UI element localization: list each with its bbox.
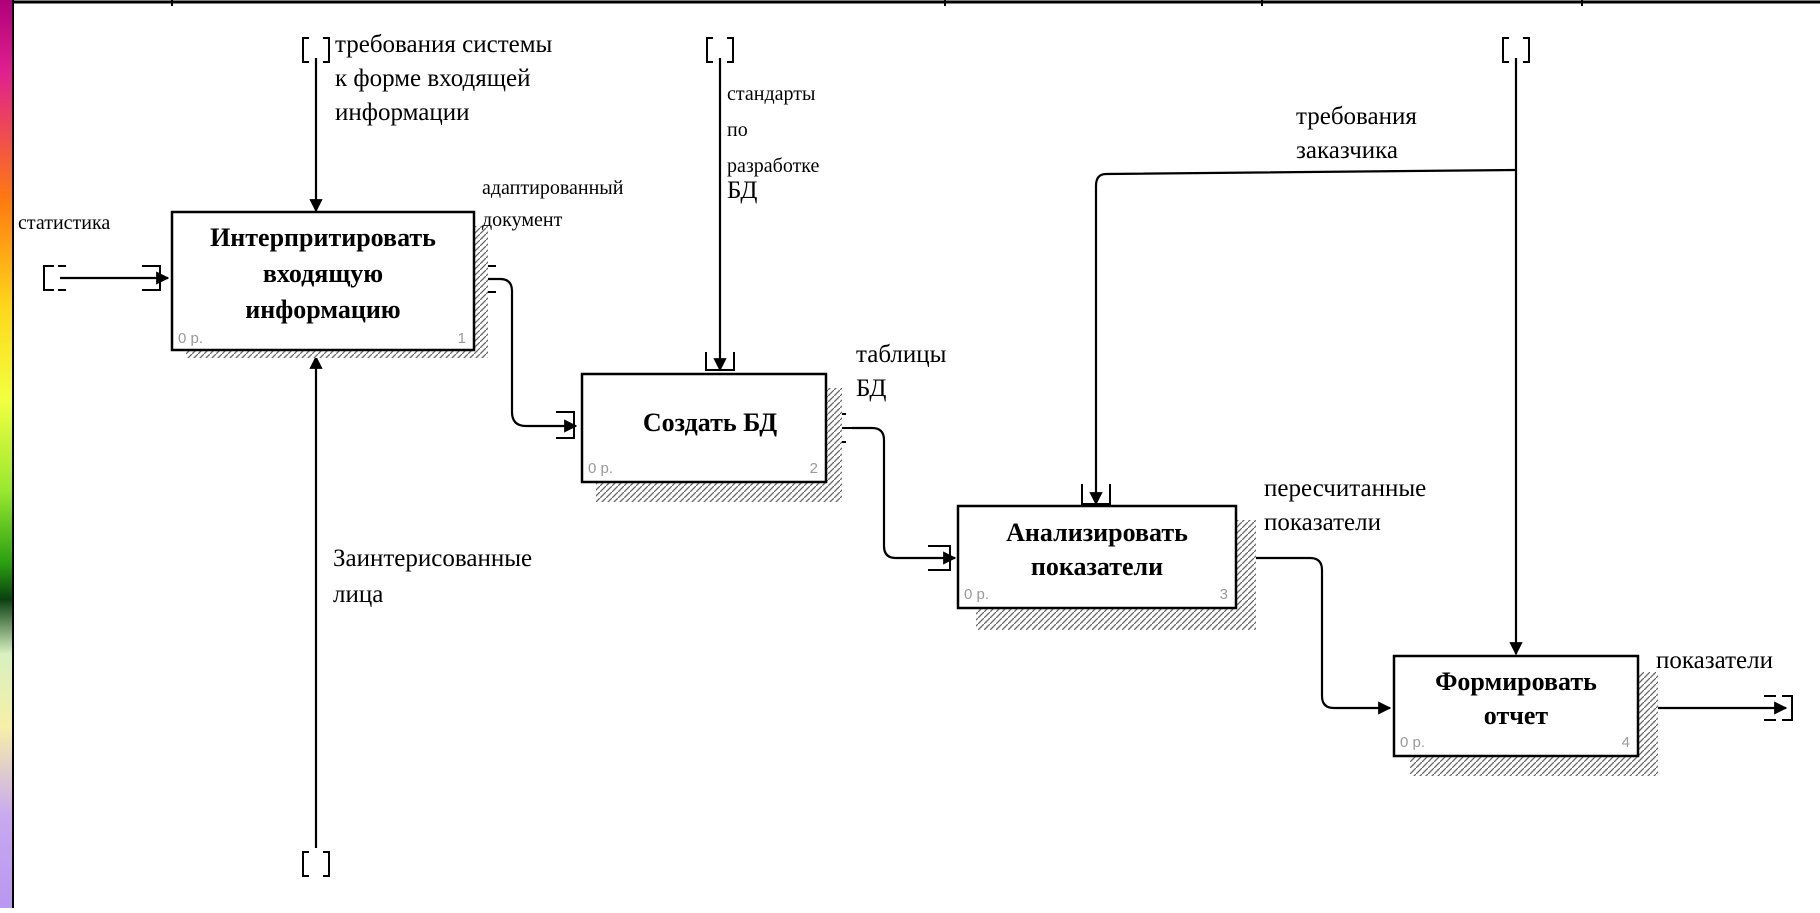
decorative-gradient-strip bbox=[0, 0, 13, 908]
activity-number: 4 bbox=[1622, 734, 1630, 751]
activity-title-line: информацию bbox=[245, 295, 400, 324]
label-db-standards-line: стандарты bbox=[727, 83, 815, 105]
label-adapted-document-line: документ bbox=[482, 209, 563, 231]
label-stakeholders-line: лица bbox=[333, 581, 383, 608]
activity-cost: 0 р. bbox=[178, 330, 203, 347]
arrow-customer-requirements-branch bbox=[1089, 168, 1517, 506]
tunnel-marker-db-standards bbox=[706, 37, 734, 63]
activity-cost: 0 р. bbox=[588, 460, 613, 477]
activity-title-line: Интерпритировать bbox=[210, 223, 436, 252]
activity-number: 2 bbox=[810, 460, 818, 477]
tunnel-marker-customer-requirements bbox=[1502, 37, 1530, 63]
box1-output-tunnel bbox=[486, 265, 500, 293]
box2-input-tunnel bbox=[556, 411, 575, 439]
box2-control-tunnel bbox=[705, 352, 735, 371]
activity-title-line: входящую bbox=[263, 259, 383, 288]
label-db-standards-line: БД bbox=[727, 177, 757, 204]
activity-cost: 0 р. bbox=[964, 586, 989, 603]
label-system-requirements-line: требования системы bbox=[335, 31, 553, 58]
label-recalculated-indicators-line: показатели bbox=[1264, 509, 1381, 536]
arrow-adapted-document bbox=[486, 277, 578, 433]
label-indicators: показатели bbox=[1656, 647, 1773, 674]
label-adapted-document-line: адаптированный bbox=[482, 177, 624, 199]
tunnel-marker-statistics bbox=[43, 265, 66, 291]
label-db-standards-line: разработке bbox=[727, 155, 820, 177]
box3-input-tunnel bbox=[928, 545, 951, 571]
label-system-requirements-line: к форме входящей bbox=[335, 65, 530, 92]
tunnel-marker-system-requirements bbox=[302, 37, 330, 63]
box1-input-tunnel bbox=[142, 265, 161, 291]
tunnel-marker-stakeholders bbox=[302, 851, 330, 877]
activity-cost: 0 р. bbox=[1400, 734, 1425, 751]
diagram-frame bbox=[12, 0, 1820, 908]
activity-title-line: Анализировать bbox=[1006, 518, 1188, 547]
label-db-standards-line: по bbox=[727, 119, 748, 141]
box3-control-tunnel bbox=[1081, 484, 1111, 505]
label-system-requirements-line: информации bbox=[335, 99, 469, 126]
arrow-recalculated-indicators bbox=[1254, 556, 1392, 715]
activity-number: 3 bbox=[1220, 586, 1228, 603]
label-db-tables-line: БД bbox=[856, 375, 886, 402]
activity-title-line: Создать БД bbox=[643, 408, 777, 437]
label-customer-requirements-line: требования bbox=[1296, 103, 1417, 130]
activity-box-3[interactable]: Анализировать показатели 0 р. 3 bbox=[956, 504, 1256, 630]
activity-box-1[interactable]: Интерпритировать входящую информацию 0 р… bbox=[170, 210, 488, 358]
label-db-tables-line: таблицы bbox=[856, 341, 947, 368]
tunnel-marker-indicators bbox=[1764, 695, 1793, 721]
activity-title-line: показатели bbox=[1031, 552, 1163, 581]
activity-box-2[interactable]: Создать БД 0 р. 2 bbox=[580, 372, 842, 502]
activity-box-4[interactable]: Формировать отчет 0 р. 4 bbox=[1392, 654, 1658, 776]
activity-title-line: отчет bbox=[1484, 701, 1549, 730]
label-customer-requirements-line: заказчика bbox=[1296, 137, 1398, 164]
label-statistics: статистика bbox=[18, 212, 110, 234]
activity-number: 1 bbox=[458, 330, 466, 347]
arrow-db-tables bbox=[852, 426, 957, 565]
label-stakeholders-line: Заинтерисованные bbox=[333, 545, 532, 572]
activity-title-line: Формировать bbox=[1435, 667, 1597, 696]
label-recalculated-indicators-line: пересчитанные bbox=[1264, 475, 1426, 502]
